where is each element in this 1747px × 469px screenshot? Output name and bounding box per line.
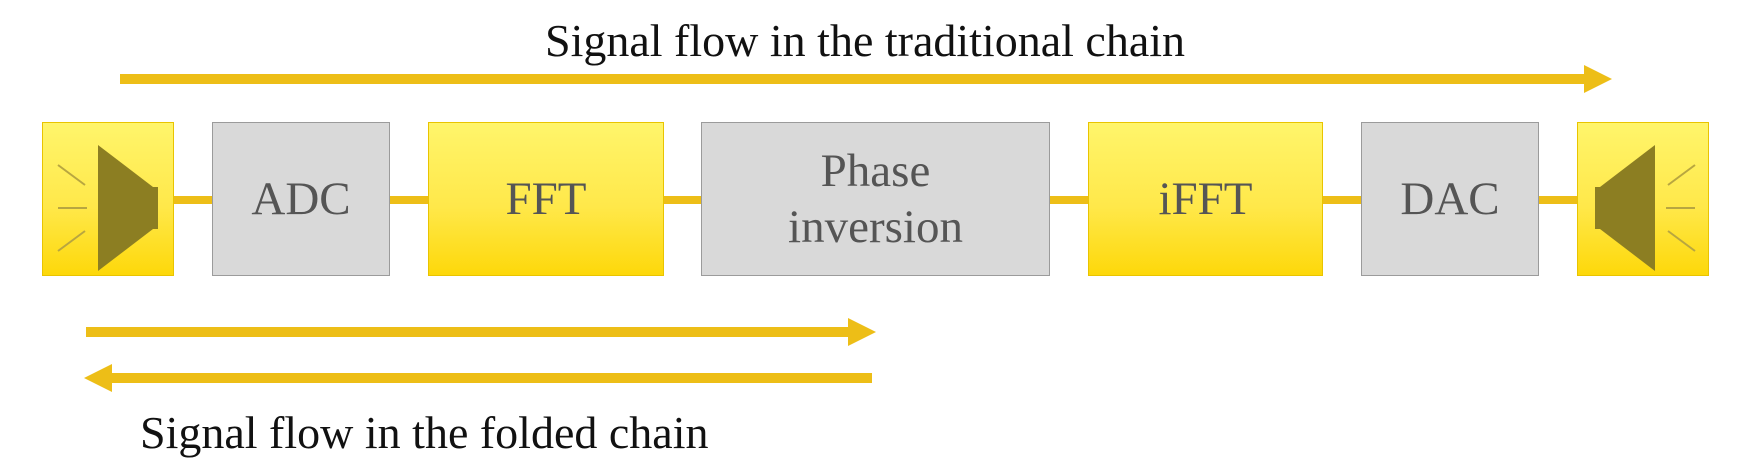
ifft-label: iFFT xyxy=(1158,172,1253,225)
connector-line xyxy=(1537,196,1579,204)
connector-line xyxy=(170,196,214,204)
fft-block: FFT xyxy=(428,122,664,276)
dac-block: DAC xyxy=(1361,122,1539,276)
traditional-chain-caption: Signal flow in the traditional chain xyxy=(545,15,1186,66)
input-speaker-block xyxy=(42,122,174,276)
speaker-icon xyxy=(57,145,158,271)
speaker-icon xyxy=(1595,145,1696,271)
connector-line xyxy=(1048,196,1090,204)
phase-inversion-label: Phase inversion xyxy=(788,144,963,253)
connector-line xyxy=(388,196,430,204)
ifft-block: iFFT xyxy=(1088,122,1323,276)
phase-inversion-block: Phase inversion xyxy=(701,122,1050,276)
adc-block: ADC xyxy=(212,122,390,276)
arrow-head xyxy=(1584,65,1612,93)
arrow-head xyxy=(848,318,876,346)
connector-line xyxy=(662,196,704,204)
adc-label: ADC xyxy=(251,172,351,225)
folded-chain-caption: Signal flow in the folded chain xyxy=(140,407,709,458)
fft-label: FFT xyxy=(505,172,587,225)
arrow-head xyxy=(84,364,112,392)
folded-forward-arrow xyxy=(86,318,876,346)
connector-line xyxy=(1321,196,1363,204)
output-speaker-block xyxy=(1577,122,1709,276)
folded-return-arrow xyxy=(84,364,872,392)
dac-label: DAC xyxy=(1400,172,1500,225)
traditional-flow-arrow xyxy=(120,65,1612,93)
